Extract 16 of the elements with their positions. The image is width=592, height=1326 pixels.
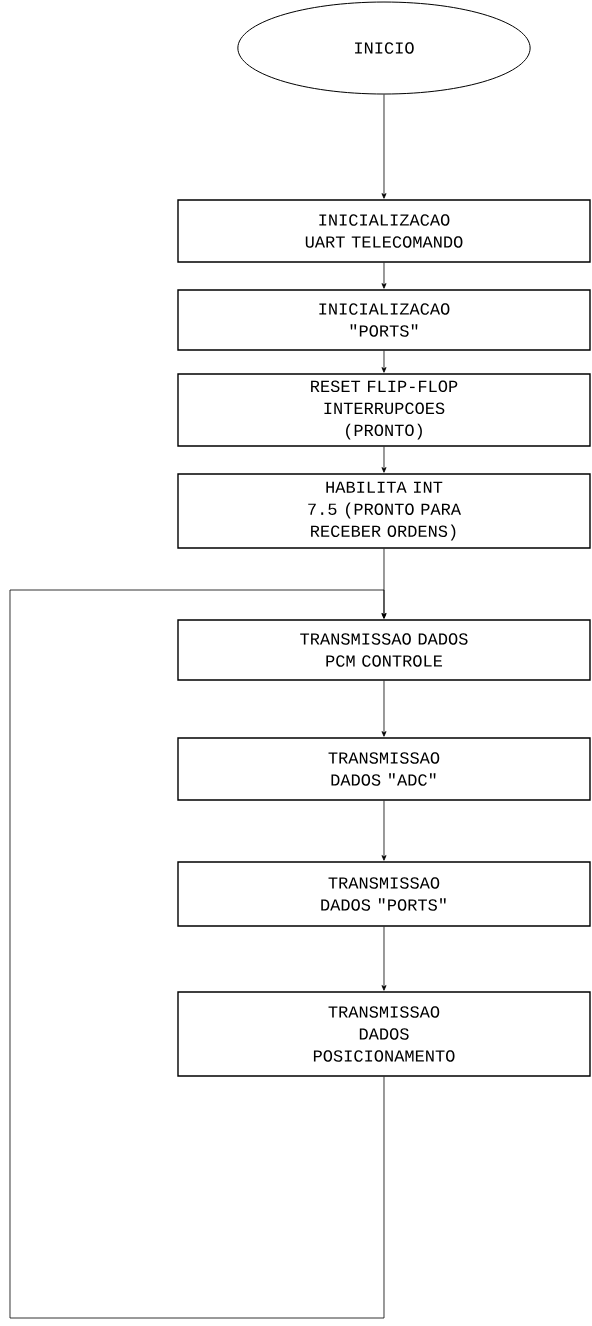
process-box: INICIALIZACAO "PORTS" bbox=[177, 289, 591, 351]
arrow bbox=[381, 680, 387, 737]
arrow bbox=[381, 350, 387, 373]
process-box: RESET FLIP-FLOP INTERRUPCOES (PRONTO) bbox=[177, 373, 591, 447]
arrow bbox=[381, 446, 387, 473]
process-box: HABILITA INT 7.5 (PRONTO PARA RECEBER ORDENS) bbox=[177, 473, 591, 549]
process-box: INICIALIZACAO UART TELECOMANDO bbox=[177, 199, 591, 263]
arrow bbox=[381, 800, 387, 861]
arrow bbox=[381, 94, 387, 199]
process-box: TRANSMISSAO DADOS PCM CONTROLE bbox=[177, 619, 591, 681]
arrow bbox=[9, 589, 387, 1319]
process-box: TRANSMISSAO DADOS "PORTS" bbox=[177, 861, 591, 927]
arrow bbox=[381, 262, 387, 289]
process-box: TRANSMISSAO DADOS POSICIONAMENTO bbox=[177, 991, 591, 1077]
process-box: TRANSMISSAO DADOS "ADC" bbox=[177, 737, 591, 801]
arrow bbox=[381, 926, 387, 991]
